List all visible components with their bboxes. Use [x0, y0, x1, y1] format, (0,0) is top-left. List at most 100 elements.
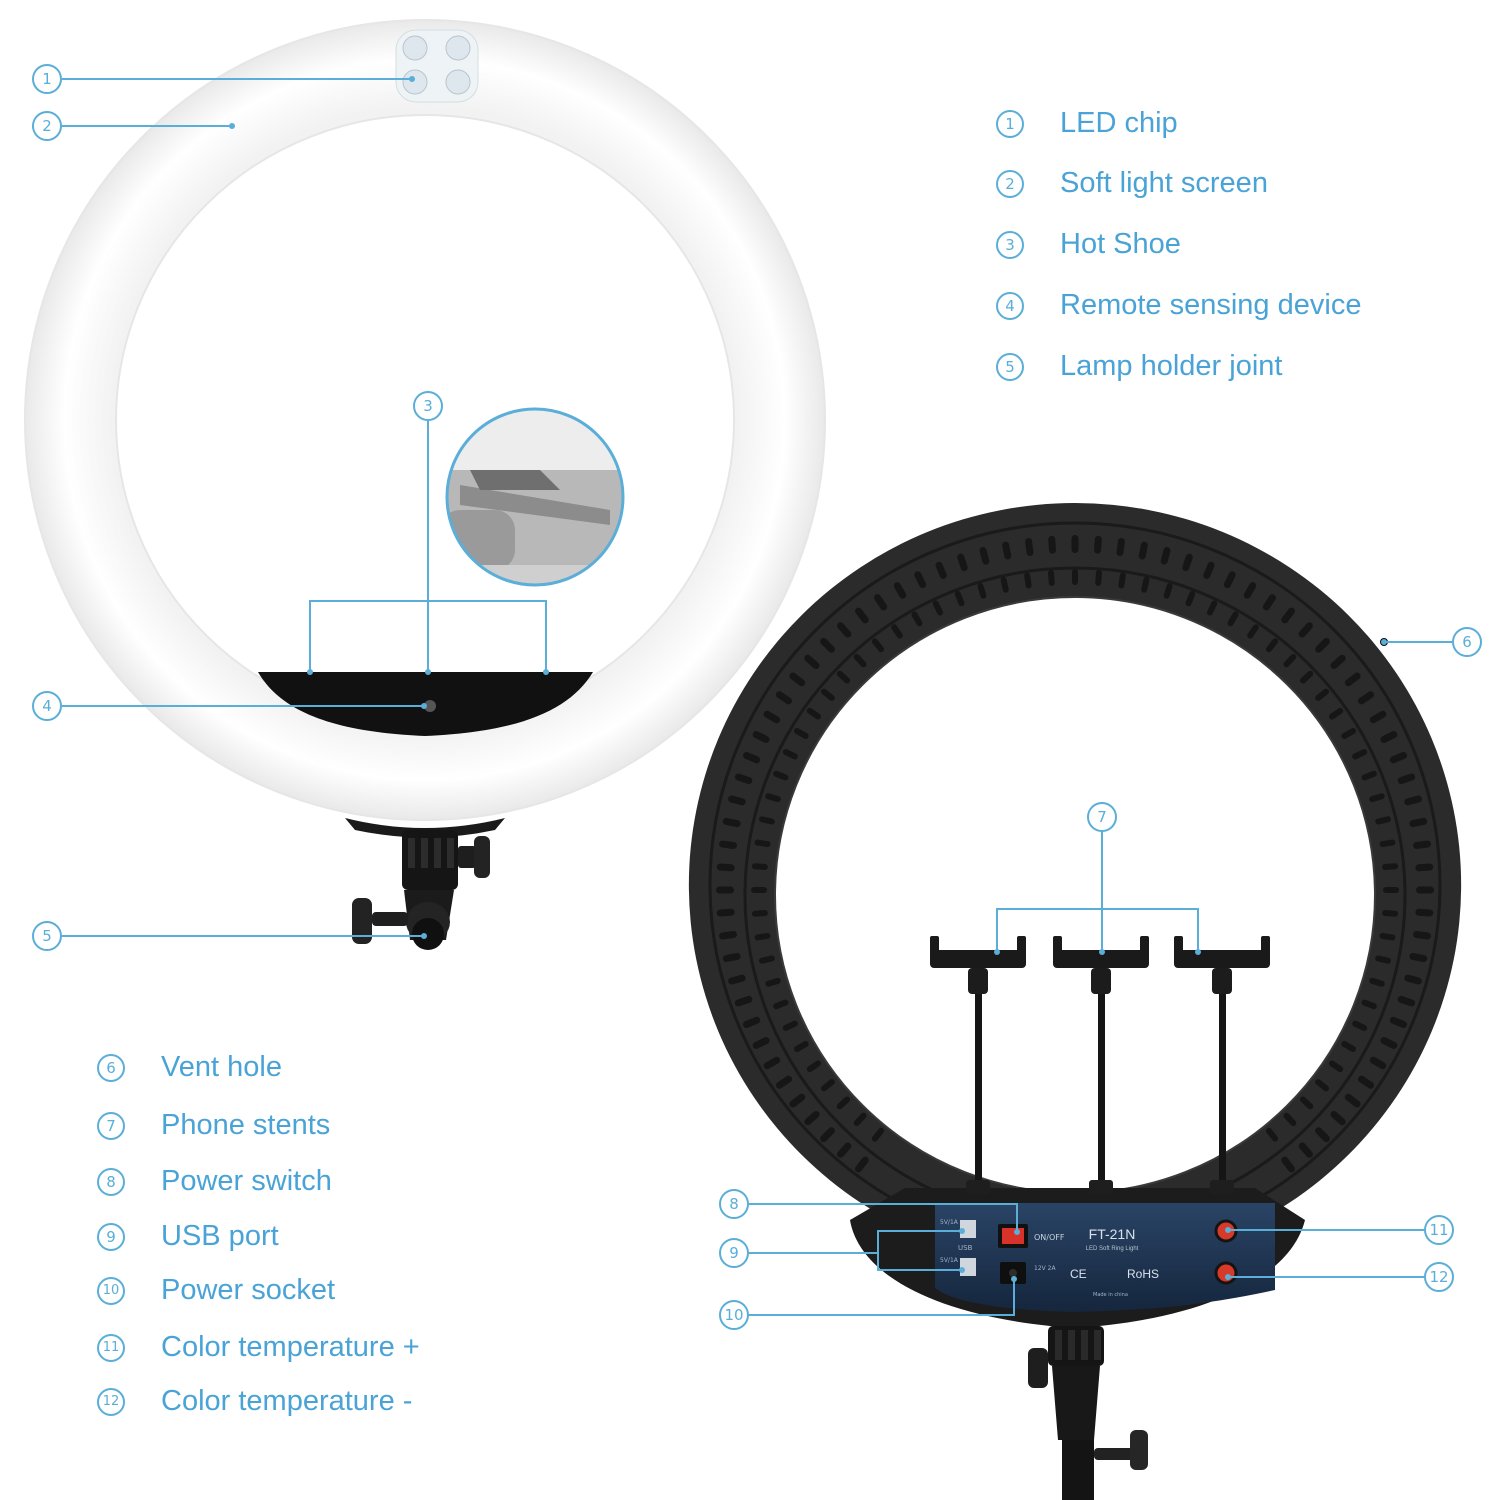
vent-rib — [1071, 535, 1079, 553]
vent-rib — [979, 546, 990, 565]
vent-rib — [716, 908, 735, 917]
legend-number: 3 — [996, 230, 1024, 259]
vent-rib — [1265, 1127, 1279, 1142]
vent-rib — [743, 751, 761, 764]
vent-rib — [1298, 622, 1313, 638]
vent-rib — [1382, 863, 1399, 870]
callout-badge-7: 7 — [1087, 802, 1117, 832]
legend-number: 7 — [97, 1111, 125, 1140]
vent-rib — [789, 1093, 806, 1108]
svg-text:11: 11 — [1429, 1221, 1448, 1239]
vent-rib — [722, 952, 741, 963]
vent-rib — [765, 977, 781, 987]
vent-rib — [932, 600, 944, 616]
legend-item-power-switch: 8 Power switch — [97, 1165, 332, 1198]
vent-rib — [911, 611, 923, 627]
vent-rib — [719, 840, 737, 850]
vent-rib — [1375, 955, 1391, 964]
vent-rib — [789, 672, 806, 687]
vent-rib — [837, 622, 852, 638]
legend-item-color-temperature-minus: 12 Color temperature - — [97, 1385, 412, 1418]
vent-rib — [957, 553, 968, 572]
stent-part — [930, 936, 939, 964]
vent-rib — [1357, 1075, 1375, 1089]
vent-rib — [853, 653, 867, 668]
lamp-holder-joint — [352, 830, 490, 950]
vent-rib — [1379, 932, 1396, 941]
vent-rib — [1328, 707, 1344, 720]
vent-rib — [891, 624, 903, 639]
vent-rib — [1397, 995, 1416, 1007]
legend-label: Phone stents — [161, 1109, 331, 1141]
vent-rib — [754, 932, 771, 941]
usb-port-bottom — [960, 1258, 976, 1276]
vent-rib — [1182, 553, 1193, 572]
vent-rib — [1299, 1096, 1314, 1110]
vent-rib — [1369, 793, 1385, 803]
vent-rib — [1409, 817, 1428, 828]
legend-item-color-temperature-plus: 11 Color temperature + — [97, 1331, 420, 1364]
vent-rib — [1341, 728, 1357, 739]
vent-rib — [1397, 773, 1416, 785]
color-temp-minus-knob[interactable] — [1214, 1261, 1238, 1285]
vent-rib — [1382, 910, 1399, 917]
callout-lines — [62, 78, 1452, 1316]
legend-label: Hot Shoe — [1060, 228, 1181, 260]
made-in-label: Made in china — [1093, 1292, 1128, 1298]
vent-rib — [1413, 930, 1431, 940]
stent-part — [1212, 968, 1232, 994]
svg-text:4: 4 — [42, 697, 52, 715]
vent-rib — [804, 1110, 820, 1126]
vent-rib — [1344, 672, 1361, 687]
callout-badge-5: 5 — [32, 921, 62, 951]
vent-rib — [1361, 770, 1377, 781]
vent-rib — [893, 582, 907, 599]
vent-rib — [1160, 546, 1171, 565]
stent-part — [1098, 990, 1105, 1190]
vent-rib — [754, 839, 771, 848]
vent-rib — [871, 1127, 885, 1142]
vent-rib — [1330, 1110, 1346, 1126]
vent-rib — [1380, 1037, 1398, 1049]
vent-rib — [1344, 1093, 1361, 1108]
callout-badge-1: 1 — [32, 64, 62, 94]
vent-rib — [765, 793, 781, 803]
vent-rib — [734, 995, 753, 1007]
hot-shoe-zoom — [445, 407, 625, 587]
vent-rib — [1341, 1041, 1357, 1052]
legend-label: Remote sensing device — [1060, 289, 1362, 321]
led-chip — [395, 29, 479, 103]
vent-rib — [837, 1142, 852, 1158]
callout-badge-9: 9 — [719, 1238, 749, 1268]
model-name: FT-21N — [1089, 1226, 1136, 1242]
legend-label: Color temperature - — [161, 1385, 413, 1417]
vent-rib — [1299, 670, 1314, 684]
switch-label: ON/OFF — [1034, 1233, 1065, 1242]
stent-part — [1053, 936, 1062, 964]
stent-part — [1053, 950, 1149, 968]
legend-number: 11 — [97, 1333, 125, 1362]
vent-rib — [820, 688, 835, 701]
vent-rib — [716, 863, 735, 872]
vent-rib — [1375, 816, 1391, 825]
vent-rib — [1315, 637, 1330, 653]
callout-badge-8: 8 — [719, 1189, 749, 1219]
vent-rib — [1281, 607, 1295, 624]
vent-rib — [1203, 561, 1215, 579]
vent-rib — [1315, 1079, 1330, 1092]
vent-ribs-outer — [716, 535, 1434, 1173]
stent-part — [1091, 968, 1111, 994]
vent-rib — [1283, 1112, 1297, 1127]
vent-rib — [759, 955, 775, 964]
phone-stent-left — [930, 936, 1026, 1194]
stent-part — [1089, 1180, 1113, 1194]
legend-number: 9 — [97, 1222, 125, 1251]
legend-number: 10 — [97, 1276, 125, 1305]
vent-rib — [806, 1060, 822, 1073]
vent-rib — [716, 886, 734, 894]
stent-part — [968, 968, 988, 994]
legend-number: 6 — [97, 1053, 125, 1082]
vent-rib — [1025, 538, 1034, 556]
usb-port-label-top: 5V/1A — [940, 1219, 959, 1226]
vent-rib — [977, 583, 987, 599]
